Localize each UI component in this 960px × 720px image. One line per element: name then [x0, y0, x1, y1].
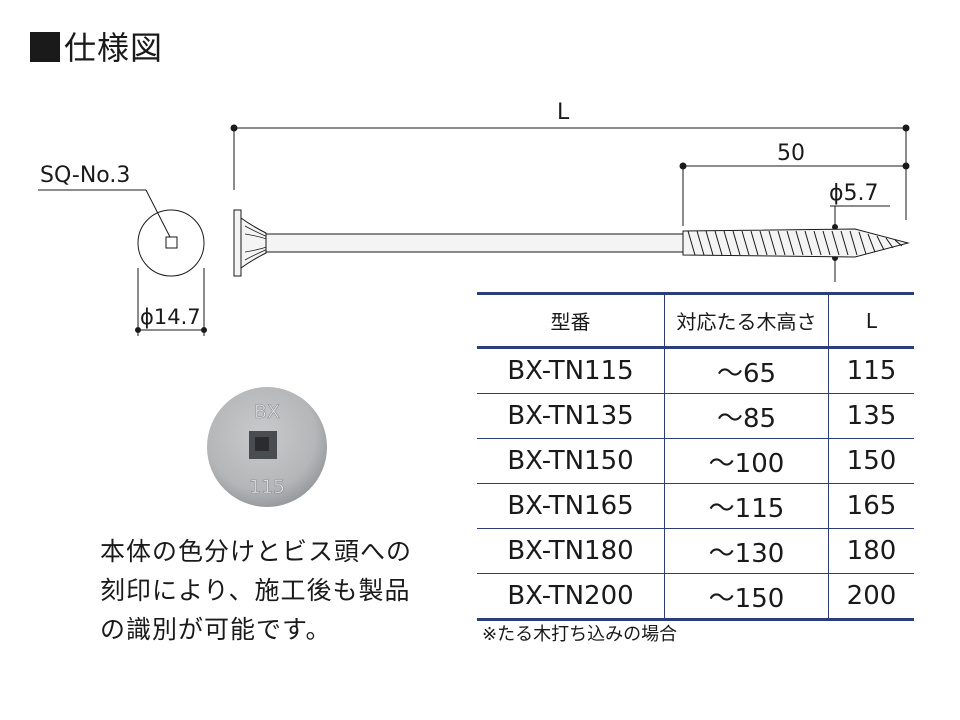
cell-rafter-height: ～100	[664, 438, 829, 484]
cell-rafter-height: ～115	[664, 483, 829, 529]
thread-line	[849, 230, 858, 256]
table-header-row: 型番 対応たる木高さ L	[477, 292, 914, 349]
thread-line	[876, 235, 885, 251]
thread-line	[723, 230, 732, 256]
screw-head-photo: BX 115	[207, 387, 327, 507]
cell-length: 135	[828, 393, 914, 439]
cell-model: BX-TN135	[477, 393, 665, 439]
description-line: 本体の色分けとビス頭への	[100, 537, 413, 566]
thread-line	[705, 230, 714, 256]
cell-length: 180	[828, 528, 914, 574]
cell-length: 150	[828, 438, 914, 484]
head-marking-line2: 115	[249, 476, 285, 498]
thread-line	[894, 239, 903, 247]
cell-rafter-height: ～130	[664, 528, 829, 574]
page-title: 仕様図	[30, 28, 163, 68]
thread-line	[795, 230, 804, 256]
cell-rafter-height: ～65	[664, 347, 829, 394]
header-length: L	[828, 292, 914, 349]
thread-length-dimension	[679, 162, 910, 226]
header-model: 型番	[477, 292, 665, 349]
cell-length: 115	[828, 347, 914, 394]
head-diameter-dimension	[135, 268, 207, 336]
cell-model: BX-TN150	[477, 438, 665, 484]
thread-line	[885, 237, 894, 249]
recess-depth-shade	[255, 437, 269, 451]
thread-line	[732, 230, 741, 256]
thread-line	[786, 230, 795, 256]
header-rafter-height: 対応たる木高さ	[664, 292, 829, 349]
thread-length-label: 50	[777, 141, 805, 166]
page-title-text: 仕様図	[64, 29, 164, 67]
table-row: BX-TN115 ～65 115	[477, 347, 914, 394]
thread-line	[777, 230, 786, 256]
cell-rafter-height: ～85	[664, 393, 829, 439]
thread-line	[831, 230, 840, 256]
thread-line	[813, 230, 822, 256]
cell-model: BX-TN200	[477, 573, 665, 621]
thread-line	[840, 230, 849, 256]
cell-length: 165	[828, 483, 914, 529]
screw-head-end-view	[137, 209, 205, 277]
table-footnote: ※たる木打ち込みの場合	[482, 624, 678, 645]
thread-line	[759, 230, 768, 256]
table-row: BX-TN150 ～100 150	[477, 438, 914, 484]
cell-model: BX-TN180	[477, 528, 665, 574]
thread-line	[804, 230, 813, 256]
thread-line	[858, 231, 867, 255]
spec-table: 型番 対応たる木高さ L BX-TN115 ～65 115 BX-TN135 ～…	[477, 292, 914, 621]
head-diameter-label: ϕ14.7	[140, 305, 201, 329]
screw-threads	[687, 230, 903, 256]
description-line: の識別が可能です。	[100, 615, 332, 644]
length-label: L	[557, 100, 570, 125]
thread-line	[714, 230, 723, 256]
description-line: 刻印により、施工後も製品	[100, 576, 411, 605]
cell-length: 200	[828, 573, 914, 621]
thread-line	[750, 230, 759, 256]
thread-line	[696, 230, 705, 256]
title-square-mark	[30, 32, 60, 62]
length-dimension	[230, 124, 910, 220]
thread-line	[867, 233, 876, 253]
table-row: BX-TN180 ～130 180	[477, 528, 914, 574]
product-description: 本体の色分けとビス頭への 刻印により、施工後も製品 の識別が可能です。	[100, 532, 412, 649]
cell-model: BX-TN165	[477, 483, 665, 529]
table-row: BX-TN200 ～150 200	[477, 573, 914, 621]
head-marking-line1: BX	[254, 401, 280, 423]
table-row: BX-TN165 ～115 165	[477, 483, 914, 529]
thread-line	[741, 230, 750, 256]
drive-type-label: SQ-No.3	[40, 163, 131, 188]
screw-side-view	[233, 209, 910, 277]
thread-diameter-label: ϕ5.7	[829, 181, 879, 206]
thread-line	[687, 230, 696, 256]
drive-leader-line	[38, 189, 171, 238]
thread-line	[768, 230, 777, 256]
table-row: BX-TN135 ～85 135	[477, 393, 914, 439]
cell-model: BX-TN115	[507, 356, 634, 386]
thread-line	[822, 230, 831, 256]
cell-rafter-height: ～150	[664, 573, 829, 621]
